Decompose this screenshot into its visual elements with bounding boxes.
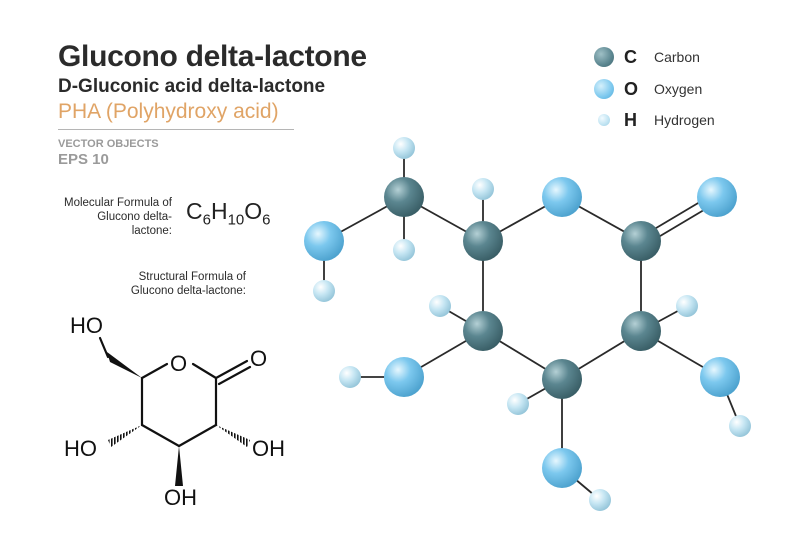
formula-element: C	[186, 198, 203, 224]
atom-carbonyl-oxygen: O	[250, 346, 267, 371]
molecular-formula-label: Molecular Formula of Glucono delta-lacto…	[60, 196, 172, 238]
ring-bonds	[98, 336, 252, 448]
atom-oh-right: OH	[252, 436, 285, 461]
molecular-formula-label-line2: Glucono delta-lactone:	[97, 211, 172, 237]
carbon-atom	[384, 177, 424, 217]
carbon-atom	[621, 221, 661, 261]
legend-symbol: C	[624, 46, 637, 67]
wedge-bond	[107, 352, 142, 378]
atom-oh-bottom: OH	[164, 485, 197, 510]
legend-item-oxygen: O Oxygen	[594, 77, 702, 101]
oxygen-ball-icon	[594, 79, 614, 99]
oxygen-atom	[384, 357, 424, 397]
hash-bond	[216, 425, 250, 447]
atom-ho-top: HO	[70, 313, 103, 338]
legend-symbol: H	[624, 109, 637, 130]
hydrogen-atom	[472, 178, 494, 200]
legend-name: Hydrogen	[654, 112, 715, 128]
atom-ho-left: HO	[64, 436, 97, 461]
hydrogen-atom	[729, 415, 751, 437]
hydrogen-atom	[429, 295, 451, 317]
molecular-formula: C6H10O6	[186, 198, 271, 229]
legend-name: Carbon	[654, 49, 700, 65]
oxygen-atom	[700, 357, 740, 397]
carbon-atom	[463, 221, 503, 261]
structural-formula-label-line2: Glucono delta-lactone:	[130, 285, 246, 297]
vector-objects-label: VECTOR OBJECTS	[58, 138, 159, 150]
molecular-formula-label-line1: Molecular Formula of	[63, 197, 172, 209]
legend-name: Oxygen	[654, 81, 703, 97]
formula-element: O	[244, 198, 263, 224]
hydrogen-atom	[589, 489, 611, 511]
formula-count: 6	[262, 211, 271, 229]
formula-element: H	[210, 198, 228, 224]
hydrogen-atom	[339, 366, 361, 388]
oxygen-atom	[697, 177, 737, 217]
oxygen-atom	[542, 177, 582, 217]
formula-count: 10	[227, 211, 245, 229]
carbon-ball-icon	[594, 47, 614, 67]
hydrogen-atom	[507, 393, 529, 415]
page-title: Glucono delta-lactone	[58, 40, 367, 73]
hydrogen-atom	[313, 280, 335, 302]
legend-symbol: O	[624, 78, 639, 99]
hash-bond	[108, 425, 142, 447]
legend-item-hydrogen: H Hydrogen	[594, 108, 715, 132]
structural-formula-label-line1: Structural Formula of	[138, 271, 246, 283]
oxygen-atom	[542, 448, 582, 488]
carbon-atom	[463, 311, 503, 351]
oxygen-atom	[304, 221, 344, 261]
eps-label: EPS 10	[58, 151, 109, 168]
page-subtitle: D-Gluconic acid delta-lactone	[58, 76, 326, 97]
hydrogen-atom	[676, 295, 698, 317]
hydrogen-ball-icon	[598, 114, 610, 126]
formula-count: 6	[202, 211, 211, 229]
hydrogen-atom	[393, 239, 415, 261]
pha-label: PHA (Polyhydroxy acid)	[58, 100, 279, 123]
wedge-bond	[175, 446, 183, 486]
carbon-atom	[542, 359, 582, 399]
atom-ring-oxygen: O	[170, 351, 187, 376]
divider	[58, 129, 294, 130]
hydrogen-atom	[393, 137, 415, 159]
legend-item-carbon: C Carbon	[594, 45, 700, 69]
model-atoms	[304, 137, 751, 511]
structural-formula-label: Structural Formula of Glucono delta-lact…	[126, 270, 246, 298]
carbon-atom	[621, 311, 661, 351]
